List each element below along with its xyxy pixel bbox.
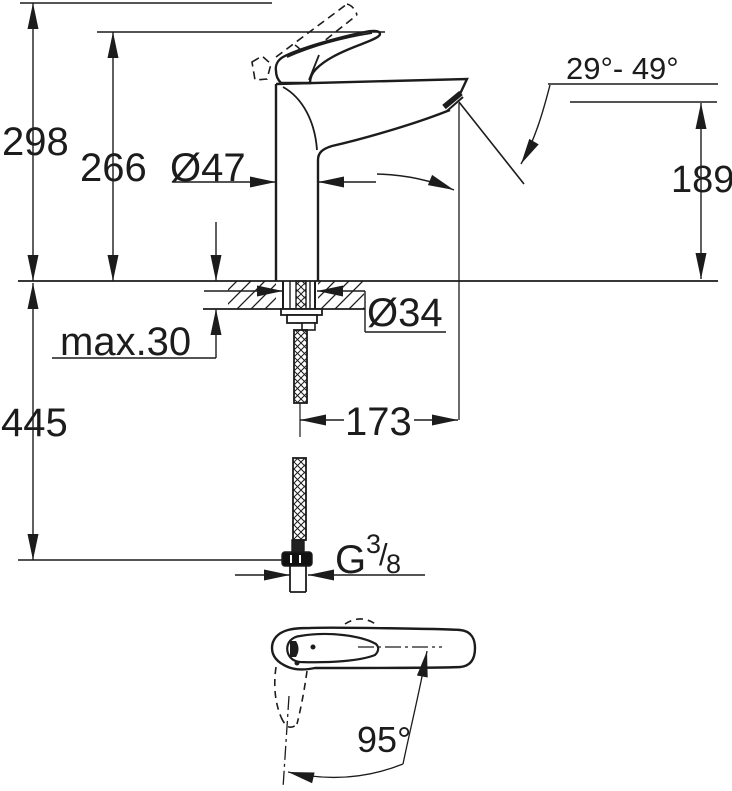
hose-ferrule [291,539,305,553]
countertop-section [18,280,718,310]
dim-thread-size [235,569,425,581]
nut-tab [301,322,316,331]
dim-spout-angle-height [548,83,718,279]
supply-hose [281,329,313,593]
lever-hub-facet [308,54,320,81]
aerator [442,90,463,110]
counter-hatch-left [228,281,276,309]
dim-spout-reach [300,414,458,426]
dim-overall-height [20,2,272,281]
dim-handle-angle [282,650,428,789]
aerator-edge [446,96,464,112]
spout-stream-angle [376,84,551,420]
hose-end-tube [289,566,307,593]
hose-nut [281,551,313,567]
swivel-arrowhead [427,174,454,190]
handle-keyhole [290,641,299,657]
lever-ridge-line [286,32,373,58]
handle-dot-1 [310,644,316,650]
dim-handle-height [97,31,385,281]
handle-grip-contour [286,632,380,664]
mounting-nut [286,314,318,324]
dim-hose-length [18,283,284,561]
hose-braid-lower [292,457,307,541]
hose-braid-upper [293,329,308,404]
handle-dot-2 [294,660,300,666]
dim-hole-diameter [204,285,446,333]
handle-rotated-position-dashed [274,618,379,729]
dim-max-thickness [52,222,222,359]
hose-nut-highlights [290,555,301,563]
spout-underside [316,108,451,161]
handle-top-view [270,626,477,671]
mounting-hardware [280,280,323,331]
dim-body-diameter [172,176,376,188]
water-stream-line [458,101,525,185]
spout-inner-curve [282,86,318,151]
faucet-side-view [274,29,469,281]
angle-leader-arrowhead [521,138,539,164]
rotated-grip-axis-line [282,695,290,789]
